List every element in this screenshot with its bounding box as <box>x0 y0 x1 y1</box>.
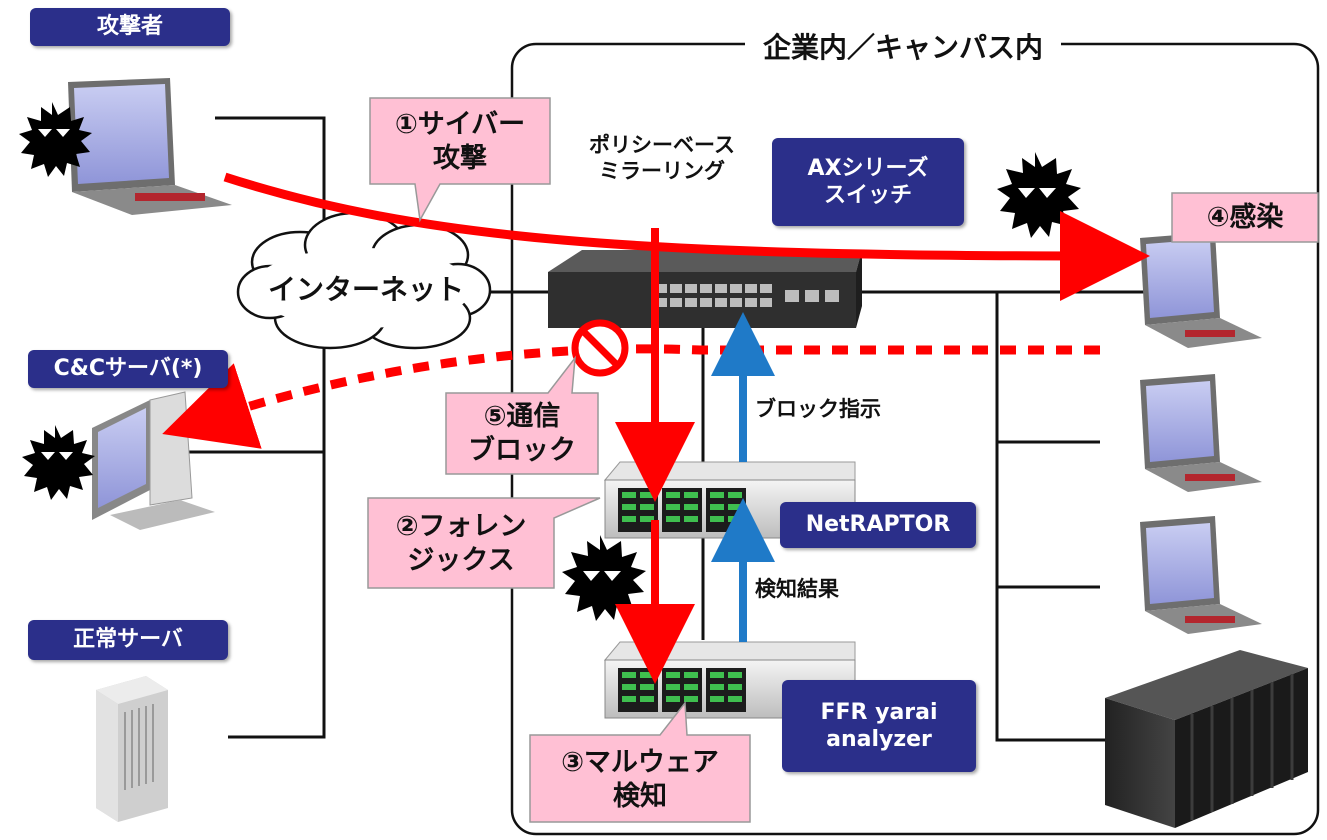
callout-step3-shape <box>529 700 751 823</box>
region-title: 企業内／キャンパス内 <box>745 26 1062 66</box>
step5-callout-text: ⑤通信 ブロック <box>468 400 576 466</box>
ffr-label: FFR yarai analyzer <box>782 680 976 772</box>
client-laptop-3-icon <box>1140 516 1262 634</box>
victim-laptop-icon <box>1140 232 1262 348</box>
ax-switch-label: AXシリーズ スイッチ <box>772 138 964 226</box>
block-instruction-label: ブロック指示 <box>755 397 881 421</box>
callout-step1-shape <box>369 97 551 223</box>
attacker-laptop-icon <box>68 78 232 215</box>
step1-callout-text: ①サイバー 攻撃 <box>394 109 526 174</box>
netraptor-label: NetRAPTOR <box>780 502 976 548</box>
callout-step2-shape <box>367 497 601 589</box>
step3-callout-text: ③マルウェア 検知 <box>561 746 719 812</box>
step4-callout-text: ④感染 <box>1206 201 1284 233</box>
step2-callout-text: ②フォレン ジックス <box>395 511 527 576</box>
normal-server-label: 正常サーバ <box>28 620 228 660</box>
datacenter-racks-icon <box>1105 650 1308 828</box>
cc-server-desktop-icon <box>92 391 215 530</box>
block-sign-icon <box>571 319 629 377</box>
internet-cloud-icon <box>236 211 492 350</box>
malware-attacker-icon <box>19 102 92 177</box>
mirroring-label: ポリシーベース ミラーリング <box>589 133 735 184</box>
cyber-attack-arrow <box>223 172 1150 301</box>
attacker-label: 攻撃者 <box>30 8 230 46</box>
ax-switch-device-icon <box>548 250 862 328</box>
detection-result-label: 検知結果 <box>755 577 839 601</box>
client-laptop-2-icon <box>1140 374 1262 492</box>
internet-label: インターネット <box>268 273 465 306</box>
cc-server-label: C&Cサーバ(*) <box>28 350 228 388</box>
malware-cc-icon <box>22 425 95 500</box>
cc-communication-blocked-path <box>162 344 1100 449</box>
callout-step4-shape <box>1171 192 1319 243</box>
malware-forensics-icon <box>562 535 646 621</box>
callout-step5-shape <box>445 355 599 475</box>
malware-victim-icon <box>997 152 1081 238</box>
normal-server-icon <box>96 676 168 822</box>
